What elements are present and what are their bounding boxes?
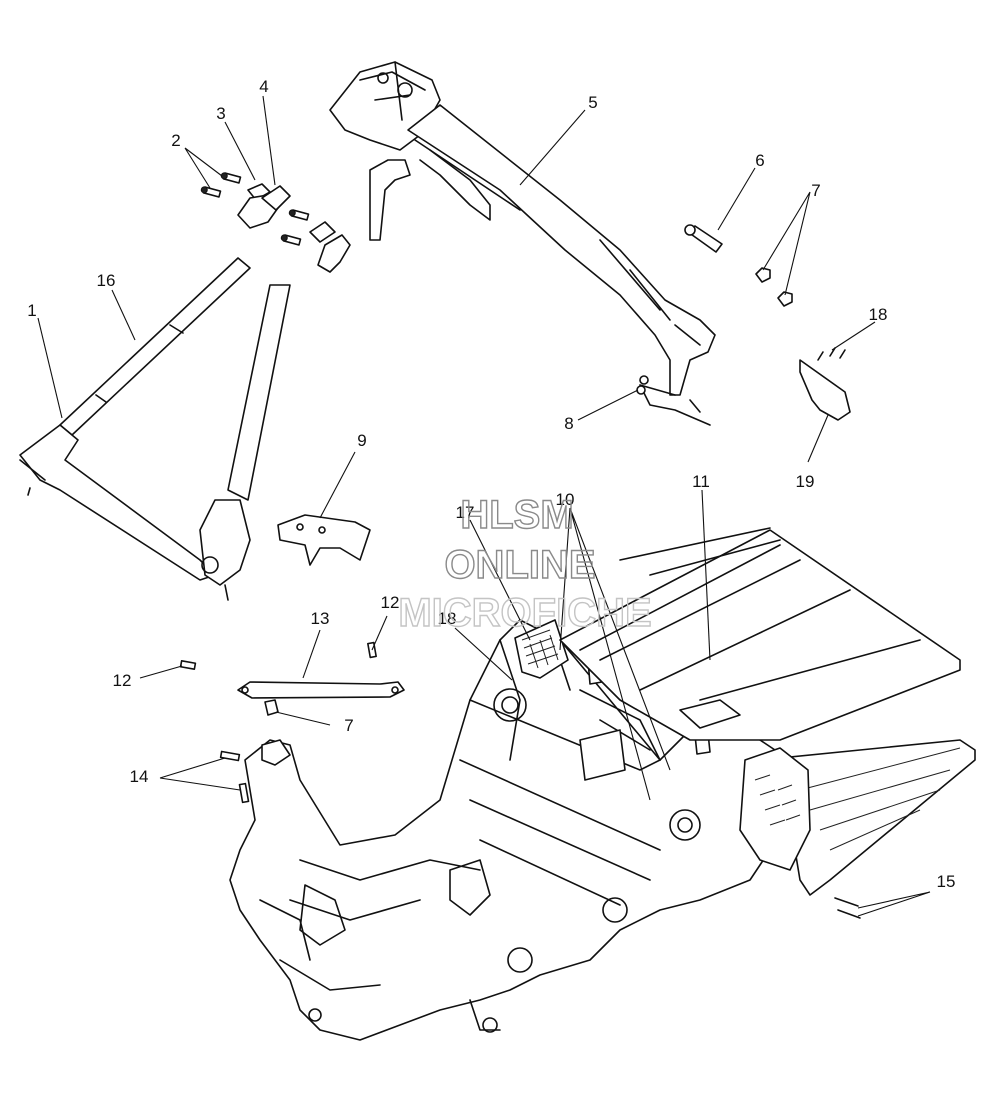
part-15-bolts — [834, 897, 861, 919]
part-19-plate — [799, 347, 851, 421]
callout-11: 11 — [692, 472, 710, 491]
callout-18-upper: 18 — [869, 305, 888, 324]
part-13-strut — [179, 641, 405, 716]
part-8-nuts — [636, 375, 649, 395]
part-11-tunnel — [559, 527, 961, 781]
callout-8: 8 — [564, 414, 573, 433]
leader-lines — [37, 95, 931, 917]
part-9-bracket — [277, 514, 371, 566]
part-16-upper-tube — [59, 257, 251, 436]
parts-2-3-4-bolts-brackets — [200, 172, 351, 273]
callout-7-upper: 7 — [811, 181, 820, 200]
callout-16: 16 — [97, 271, 116, 290]
callout-6: 6 — [755, 151, 764, 170]
callout-1: 1 — [27, 301, 36, 320]
part-5-steering-hoop — [329, 61, 716, 426]
callout-13: 13 — [311, 609, 330, 628]
callout-2: 2 — [171, 131, 180, 150]
part-17-vent-plate — [514, 619, 569, 679]
callout-12-left: 12 — [113, 671, 132, 690]
watermark: HLSM ONLINE MICROFICHE — [398, 492, 653, 635]
callout-9: 9 — [357, 431, 366, 450]
watermark-line-1: HLSM — [460, 493, 573, 537]
part-6-wrench — [684, 224, 723, 253]
callout-3: 3 — [216, 104, 225, 123]
callout-18-lower: 18 — [438, 609, 457, 628]
callout-4: 4 — [259, 77, 268, 96]
callout-7-lower: 7 — [344, 716, 353, 735]
callout-5: 5 — [588, 93, 597, 112]
part-7-nuts — [755, 267, 793, 307]
callout-12-right: 12 — [381, 593, 400, 612]
part-14-bolts — [219, 750, 250, 804]
main-chassis — [229, 619, 811, 1041]
callout-19: 19 — [796, 472, 815, 491]
callout-14: 14 — [130, 767, 149, 786]
part-15-rear-rail — [739, 739, 976, 896]
callout-10: 10 — [556, 490, 575, 509]
callout-numbers: 1 2 3 4 5 6 7 7 8 9 10 11 12 12 13 14 15… — [27, 77, 955, 891]
part-1-frame-arm — [19, 284, 291, 601]
watermark-line-3: MICROFICHE — [398, 591, 651, 635]
callout-15: 15 — [937, 872, 956, 891]
watermark-line-2: ONLINE — [444, 543, 595, 587]
callout-17: 17 — [456, 503, 475, 522]
